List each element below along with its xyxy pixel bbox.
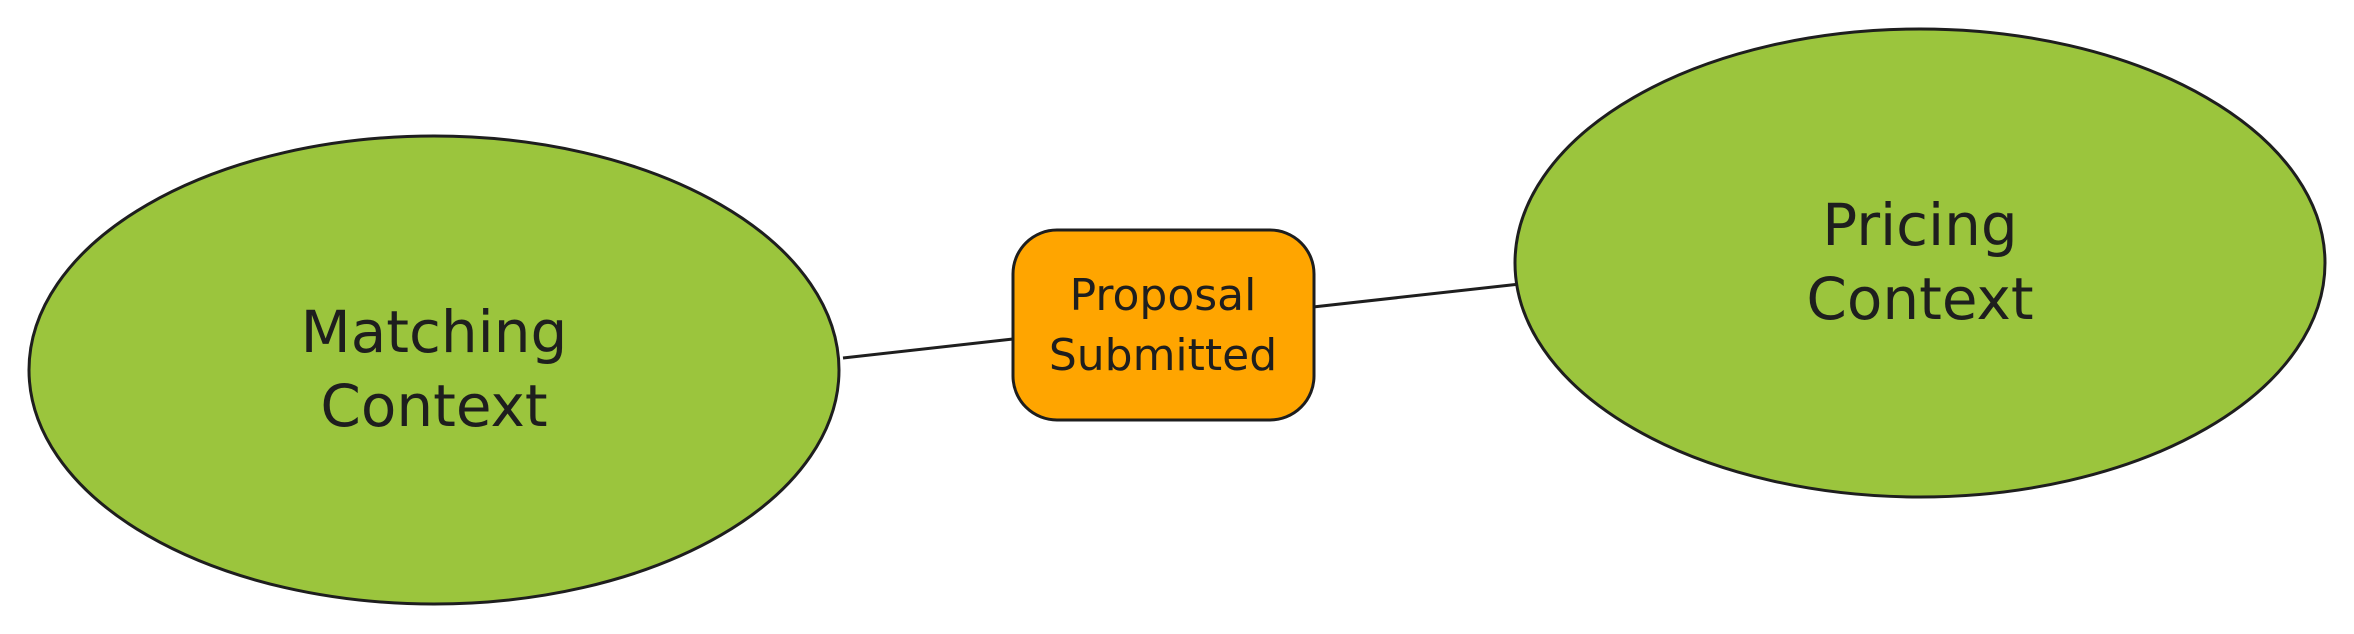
- proposal-submitted-shape: [1011, 228, 1316, 422]
- matching-context-label-line2: Context: [320, 372, 547, 440]
- proposal-submitted-label-line2: Submitted: [1049, 330, 1277, 381]
- pricing-context-node[interactable]: Pricing Context: [1513, 27, 2327, 499]
- proposal-submitted-label-line1: Proposal: [1070, 270, 1257, 321]
- edge-matching-to-proposal: [842, 337, 1014, 360]
- pricing-context-label-line1: Pricing: [1822, 191, 2018, 259]
- edge-proposal-to-pricing: [1312, 282, 1521, 309]
- matching-context-label-line1: Matching: [301, 298, 568, 366]
- matching-context-shape: [27, 134, 841, 606]
- proposal-submitted-node[interactable]: Proposal Submitted: [1011, 228, 1316, 422]
- pricing-context-label-line2: Context: [1806, 265, 2033, 333]
- pricing-context-shape: [1513, 27, 2327, 499]
- matching-context-node[interactable]: Matching Context: [27, 134, 841, 606]
